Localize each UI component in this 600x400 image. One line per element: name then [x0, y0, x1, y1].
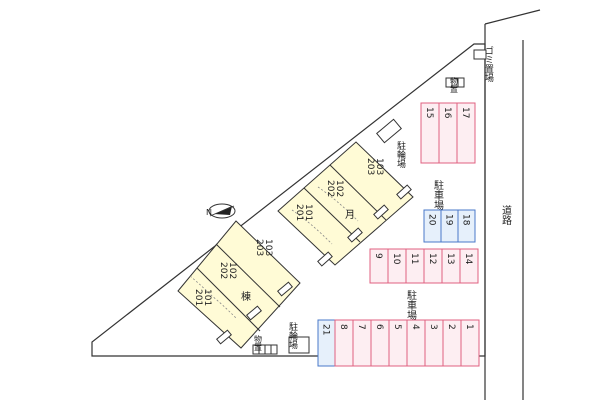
parking-stall-number: 1 — [464, 324, 474, 330]
bicycle-parking-label-upper: 駐輪場 — [395, 140, 406, 169]
parking-stall-number: 11 — [409, 253, 419, 264]
parking-stall-number: 20 — [427, 214, 437, 226]
parking-stall — [460, 319, 480, 367]
parking-stall-number: 2 — [446, 324, 456, 330]
unit-201-upper: 201 — [193, 289, 203, 306]
building-label-right: 月 — [345, 209, 355, 221]
unit-203-upper: 203 — [254, 239, 264, 256]
parking-stall-number: 12 — [427, 253, 437, 264]
parking-stall-number: 13 — [445, 253, 455, 264]
storage-top: 物置 — [445, 76, 465, 93]
parking-stall-number: 8 — [338, 324, 348, 330]
unit-102-lower: 102 — [334, 180, 344, 197]
parking-stall-number: 18 — [461, 214, 471, 226]
left-building: 201 101 202 102 203 103 棟 — [177, 220, 301, 349]
parking-stall-number: 16 — [442, 107, 452, 119]
building-label-left: 棟 — [241, 290, 251, 303]
parking-stall-number: 10 — [391, 253, 401, 265]
unit-201-upper: 201 — [294, 204, 304, 221]
parking-stall-number: 5 — [392, 324, 402, 330]
unit-102-lower: 102 — [227, 262, 237, 279]
compass-icon: N — [206, 203, 236, 219]
road-edge-left — [484, 9, 541, 25]
compass-north-label: N — [206, 208, 212, 217]
parking-stall-number: 3 — [428, 324, 438, 330]
unit-103-lower: 103 — [374, 158, 384, 175]
lot-boundary — [91, 43, 486, 357]
unit-202-upper: 202 — [218, 262, 228, 279]
parking-stall-number: 19 — [444, 214, 454, 226]
parking-stall-number: 15 — [424, 107, 434, 118]
garbage-area-box — [473, 49, 487, 60]
right-building: 201 101 202 102 203 103 月 — [277, 141, 414, 267]
parking-stall-number: 17 — [460, 107, 470, 118]
parking-stall-number: 4 — [410, 324, 420, 330]
storage-bottom: 物置 — [252, 334, 278, 355]
storage-label-upper: 物置 — [450, 76, 459, 93]
parking-stall-number: 6 — [374, 324, 384, 330]
parking-stall-number: 9 — [373, 253, 383, 259]
parking-label-upper: 駐車場 — [432, 179, 444, 211]
bicycle-parking-box-lower — [288, 336, 310, 354]
parking-stall — [459, 248, 479, 284]
storage-label-lower: 物置 — [254, 334, 263, 351]
road-label: 道路 — [500, 204, 512, 226]
parking-stall — [456, 102, 476, 164]
parking-stall — [457, 209, 476, 243]
bicycle-parking-box — [376, 118, 402, 144]
unit-101-lower: 101 — [303, 204, 313, 221]
bicycle-parking-label-lower: 駐輪場 — [287, 321, 298, 350]
unit-103-lower: 103 — [263, 239, 273, 256]
parking-stall-number: 21 — [321, 324, 331, 335]
garbage-area-label: ゴミ置場 — [483, 45, 494, 83]
parking-label-lower: 駐車場 — [405, 289, 417, 321]
unit-202-upper: 202 — [325, 180, 335, 197]
parking-stall-number: 14 — [463, 253, 473, 265]
unit-101-lower: 101 — [202, 289, 212, 306]
unit-203-upper: 203 — [365, 158, 375, 175]
parking-stall-number: 7 — [356, 324, 366, 330]
